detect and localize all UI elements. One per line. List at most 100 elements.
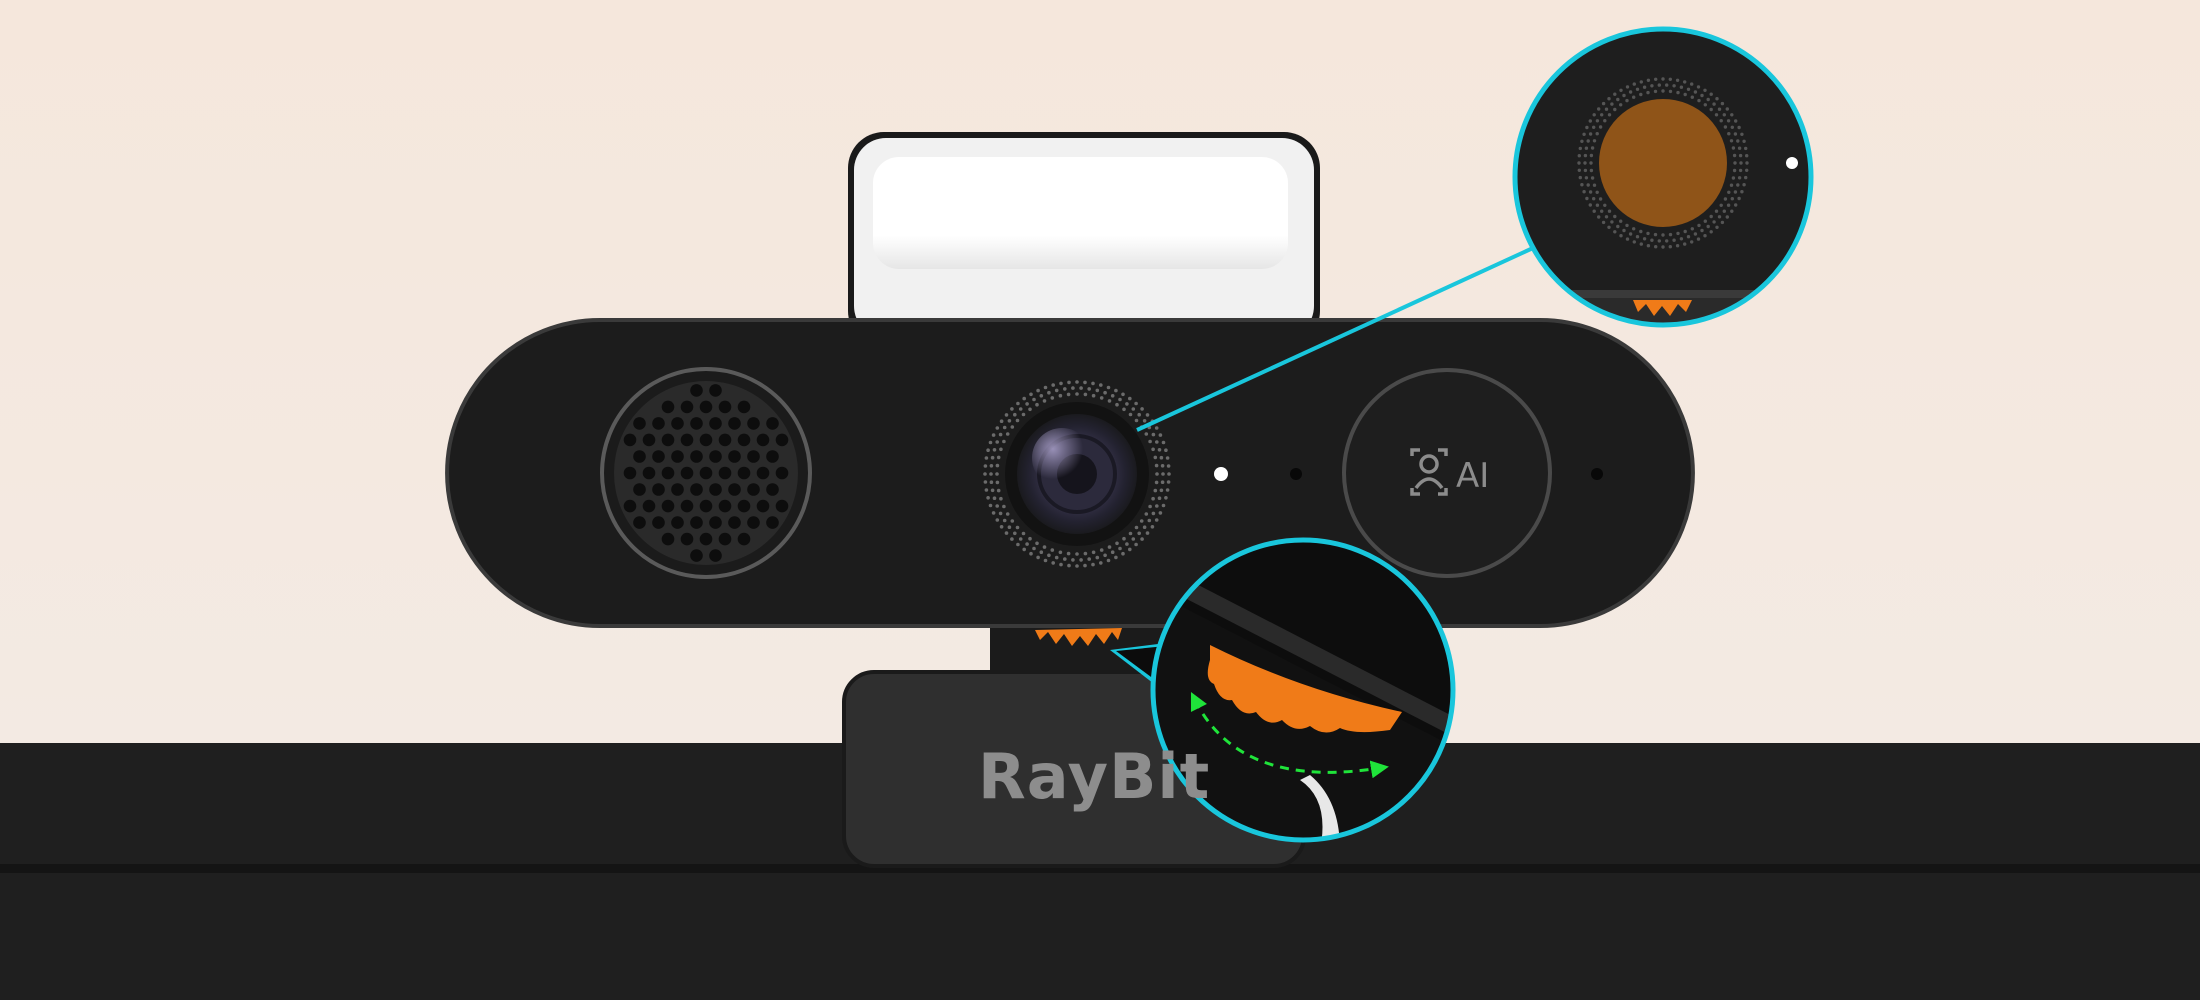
lens-ring-dot: [995, 472, 999, 476]
shutter-ring-dot: [1668, 245, 1673, 249]
lens-ring-dot: [1115, 541, 1119, 546]
speaker-hole: [718, 400, 732, 414]
lens-ring-dot: [1134, 401, 1138, 406]
shutter-ring-dot: [1657, 83, 1662, 87]
lens-ring-dot: [1125, 542, 1129, 546]
shutter-ring-dot: [1590, 146, 1595, 150]
lens-ring-dot: [1137, 412, 1141, 417]
shutter-ring-dot: [1723, 125, 1728, 129]
speaker-hole: [737, 499, 751, 513]
shutter-ring-dot: [1733, 161, 1737, 165]
shutter-ring-dot: [1679, 85, 1684, 89]
lens-ring-dot: [1099, 548, 1104, 552]
shutter-ring-dot: [1588, 132, 1593, 136]
lens-ring-dot: [1018, 537, 1023, 541]
callout-leader-line: [1136, 246, 1534, 432]
lens-ring-dot: [1067, 380, 1071, 385]
lens-ring-dot: [990, 488, 995, 493]
lens-ring-dot: [1142, 419, 1147, 423]
shutter-ring-dot: [1734, 119, 1738, 123]
lens-ring-dot: [1148, 504, 1152, 509]
lens-ring-dot: [1148, 439, 1152, 444]
lens-ring-dot: [1103, 390, 1107, 395]
lens-ring-dot: [1095, 555, 1100, 560]
speaker-hole: [737, 433, 751, 447]
shutter-ring-dot: [1668, 77, 1673, 82]
shutter-ring-dot: [1732, 153, 1737, 158]
lens-ring-dot: [1050, 396, 1055, 400]
shutter-ring-dot: [1719, 203, 1723, 207]
lens-ring-dot: [1164, 448, 1168, 453]
shutter-ring-dot: [1709, 107, 1713, 112]
brand-label: RayBit: [978, 740, 1211, 813]
lens-ring-dot: [999, 496, 1003, 501]
lens-ring-dot: [1118, 397, 1122, 402]
shutter-ring-dot: [1616, 97, 1620, 102]
lens-ring-dot: [999, 419, 1004, 424]
shutter-ring-dot: [1604, 107, 1609, 111]
lens-ring-dot: [1107, 545, 1112, 549]
lens-ring-dot: [1004, 413, 1009, 417]
lens-ring-dot: [1042, 545, 1047, 549]
lens-ring-dot: [1099, 396, 1104, 400]
lens-ring-dot: [1083, 392, 1088, 397]
shutter-ring-dot: [1613, 107, 1617, 112]
shutter-ring-dot: [1595, 132, 1599, 136]
lens-ring-dot: [1013, 412, 1017, 417]
shutter-ring-dot: [1610, 220, 1614, 224]
shutter-ring-dot: [1601, 101, 1606, 106]
lens-ring-dot: [1063, 557, 1067, 561]
focus-wheel-inset: [1110, 537, 1456, 843]
lens-ring-dot: [989, 472, 993, 476]
ai-face-tracking-button: [1342, 368, 1552, 578]
shutter-ring-dot: [1607, 209, 1612, 213]
shutter-ring-dot: [1661, 245, 1665, 249]
shutter-ring-dot: [1632, 95, 1636, 99]
shutter-ring-dot: [1653, 232, 1658, 237]
speaker-hole: [633, 450, 646, 463]
indicator-led-icon: [1786, 157, 1798, 169]
lens-ring-dot: [998, 432, 1003, 437]
shutter-ring-dot: [1582, 132, 1586, 136]
lens-ring-dot: [1099, 383, 1103, 387]
lens-ring-dot: [1140, 537, 1144, 541]
shutter-ring-dot: [1709, 214, 1713, 219]
lens-ring-dot: [1155, 440, 1159, 444]
lens-ring-dot: [1035, 402, 1039, 407]
lens-ring-dot: [1125, 402, 1129, 406]
shutter-ring-dot: [1639, 92, 1643, 97]
lens-ring-dot: [1131, 537, 1136, 541]
lens-ring-dot: [1107, 399, 1112, 403]
shutter-ring-dot: [1703, 234, 1707, 238]
lens-ring-dot: [1139, 519, 1144, 523]
shutter-ring-dot: [1715, 97, 1719, 101]
shutter-ring-dot: [1740, 132, 1744, 136]
shutter-ring-dot: [1622, 93, 1626, 98]
lens-ring-dot: [1059, 381, 1063, 386]
shutter-ring-dot: [1657, 239, 1662, 243]
lens-ring-dot: [999, 525, 1004, 529]
shutter-ring-dot: [1583, 153, 1588, 158]
lens-ring-dot: [1150, 525, 1155, 529]
lens-ring-dot: [1157, 448, 1162, 452]
lens-ring-dot: [1010, 537, 1014, 541]
shutter-ring-dot: [1619, 88, 1623, 93]
lens-ring-dot: [1028, 536, 1032, 541]
lens-ring-dot: [1025, 402, 1029, 406]
speaker-hole: [671, 516, 684, 529]
shutter-ring-dot: [1595, 190, 1599, 194]
shutter-ring-dot: [1697, 223, 1701, 228]
shutter-ring-dot: [1665, 239, 1669, 243]
lens-ring-dot: [1050, 548, 1055, 552]
shutter-ring-dot: [1714, 209, 1719, 213]
lens-ring-dot: [1066, 551, 1071, 556]
shutter-ring-dot: [1635, 87, 1640, 92]
lens-ring-dot: [983, 480, 988, 484]
speaker-hole: [661, 400, 675, 414]
lens-ring-dot: [1010, 519, 1015, 523]
shutter-ring-dot: [1745, 154, 1749, 158]
lens-ring-dot: [995, 518, 1000, 522]
lens-ring-dot: [1018, 407, 1023, 411]
lens-ring-dot: [1128, 396, 1132, 401]
